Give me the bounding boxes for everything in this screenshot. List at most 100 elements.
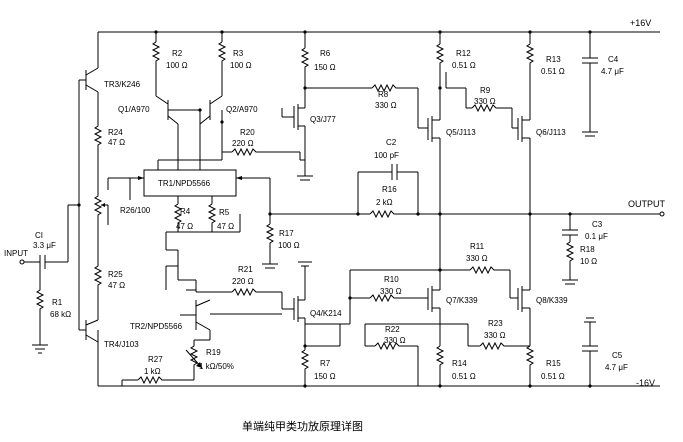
- r20-name: R20: [240, 128, 255, 137]
- r10-resistor: R10 330 Ω: [350, 275, 428, 303]
- r7-value: 150 Ω: [314, 372, 336, 381]
- r8-value: 330 Ω: [375, 101, 397, 110]
- r19-name: R19: [206, 348, 221, 357]
- r19-trimmer: R19 1 kΩ/50%: [185, 340, 234, 380]
- r23-value: 330 Ω: [484, 331, 506, 340]
- c3-value: 0.1 μF: [585, 232, 608, 241]
- r12-name: R12: [456, 49, 471, 58]
- r17-name: R17: [279, 229, 294, 238]
- output-label: OUTPUT: [628, 199, 666, 209]
- r5-resistor: R5 47 Ω: [207, 203, 234, 232]
- r2-name: R2: [172, 49, 183, 58]
- c5-capacitor: C5 4.7 μF: [582, 317, 628, 388]
- r15-resistor: R15 0.51 Ω: [525, 345, 565, 388]
- q6-label: Q6/J113: [536, 128, 566, 137]
- r22-value: 330 Ω: [384, 336, 406, 345]
- r24-value: 47 Ω: [108, 138, 125, 147]
- r4-value: 47 Ω: [176, 222, 193, 231]
- input-label: INPUT: [4, 249, 28, 258]
- r22-name: R22: [385, 325, 400, 334]
- r16-name: R16: [382, 185, 397, 194]
- r14-resistor: R14 0.51 Ω: [435, 345, 476, 388]
- r6-value: 150 Ω: [314, 63, 336, 72]
- q7-label: Q7/K339: [446, 296, 478, 305]
- r7-name: R7: [320, 359, 331, 368]
- r14-value: 0.51 Ω: [452, 372, 476, 381]
- q5-mosfet: Q5/J113: [427, 116, 476, 214]
- r4-name: R4: [180, 207, 191, 216]
- r1-name: R1: [52, 298, 63, 307]
- input-terminal[interactable]: INPUT: [4, 249, 40, 265]
- r25-value: 47 Ω: [108, 281, 125, 290]
- left-bias-wiring: [77, 32, 99, 386]
- r9-name: R9: [480, 86, 491, 95]
- r13-value: 0.51 Ω: [541, 67, 565, 76]
- r16-value: 2 kΩ: [376, 198, 393, 207]
- r21-resistor: R21 220 Ω: [196, 265, 282, 297]
- c3-capacitor: C3 0.1 μF: [562, 214, 608, 242]
- r3-value: 100 Ω: [230, 61, 252, 70]
- q4-label: Q4/K214: [310, 309, 342, 318]
- q5-label: Q5/J113: [446, 128, 476, 137]
- c1-value: 3.3 μF: [33, 241, 56, 250]
- r22-resistor: R22 330 Ω: [365, 325, 419, 386]
- r13-resistor: R13 0.51 Ω: [525, 30, 565, 76]
- r2-resistor: R2 100 Ω: [151, 30, 188, 70]
- r17-resistor: R17 100 Ω: [265, 214, 300, 252]
- r6-name: R6: [320, 49, 331, 58]
- r20-value: 220 Ω: [232, 139, 254, 148]
- tr1-label: TR1/NPD5566: [158, 179, 211, 188]
- tr2-label: TR2/NPD5566: [130, 322, 183, 331]
- output-terminal[interactable]: OUTPUT: [628, 199, 666, 217]
- r2-value: 100 Ω: [166, 61, 188, 70]
- q3-mosfet: Q3/J77: [281, 104, 336, 172]
- tr3-transistor: TR3/K246: [85, 60, 141, 120]
- r1-value: 68 kΩ: [50, 310, 71, 319]
- positive-rail: +16V: [98, 18, 660, 33]
- c3-name: C3: [592, 220, 603, 229]
- q2-label: Q2/A970: [226, 105, 258, 114]
- r27-resistor: R27 1 kΩ: [121, 355, 194, 386]
- r21-name: R21: [238, 265, 253, 274]
- r19-value: 1 kΩ/50%: [199, 362, 234, 371]
- tr2-transistor: TR2/NPD5566: [130, 299, 282, 340]
- r18-name: R18: [580, 245, 595, 254]
- r10-value: 330 Ω: [380, 287, 402, 296]
- c2-value: 100 pF: [374, 151, 399, 160]
- r17-ground: [262, 252, 278, 269]
- r6-resistor: R6 150 Ω: [300, 30, 336, 78]
- c2-name: C2: [386, 138, 397, 147]
- tr4-label: TR4/J103: [104, 340, 139, 349]
- q1-transistor: Q1/A970: [118, 88, 200, 125]
- tr2-bias-wiring: [165, 249, 197, 292]
- r24-resistor: R24 47 Ω: [93, 120, 125, 150]
- r14-name: R14: [452, 359, 467, 368]
- r12-value: 0.51 Ω: [452, 61, 476, 70]
- r11-value: 330 Ω: [466, 254, 488, 263]
- r20-resistor: R20 220 Ω: [222, 128, 300, 157]
- r8-resistor: R8 330 Ω: [371, 83, 419, 128]
- c5-value: 4.7 μF: [605, 363, 628, 372]
- c2-capacitor: C2 100 pF: [358, 138, 418, 180]
- r1-resistor: R1 68 kΩ: [35, 282, 71, 320]
- r11-name: R11: [470, 242, 485, 251]
- r9-resistor: R9 330 Ω: [465, 86, 518, 129]
- c4-name: C4: [608, 55, 619, 64]
- q4-mosfet: Q4/K214: [281, 292, 342, 350]
- q2-transistor: Q2/A970: [199, 88, 258, 125]
- tr3-label: TR3/K246: [104, 80, 141, 89]
- r13-name: R13: [546, 55, 561, 64]
- r18-value: 10 Ω: [580, 257, 597, 266]
- c5-name: C5: [612, 351, 623, 360]
- q7-mosfet: Q7/K339: [427, 214, 478, 346]
- q3-label: Q3/J77: [310, 115, 336, 124]
- q8-mosfet: Q8/K339: [517, 214, 568, 346]
- r3-name: R3: [233, 49, 244, 58]
- r27-name: R27: [148, 355, 163, 364]
- tr1-transistor: TR1/NPD5566: [129, 134, 271, 214]
- output-line: [268, 212, 660, 216]
- negative-rail-label: -16V: [636, 378, 655, 388]
- q4-top-ground: [298, 261, 312, 296]
- r4-resistor: R4 47 Ω: [173, 203, 193, 232]
